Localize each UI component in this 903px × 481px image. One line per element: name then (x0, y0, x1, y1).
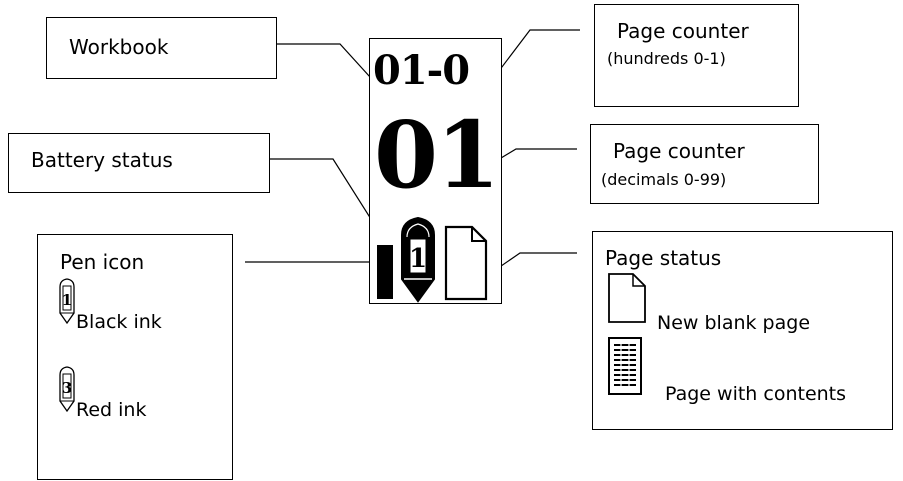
display-blank-page-icon (444, 225, 488, 301)
page-counter-hundreds-title: Page counter (617, 19, 749, 43)
workbook-leader (276, 43, 381, 89)
pen-red-icon: 3 (59, 366, 75, 413)
workbook-callout: Workbook (46, 17, 277, 79)
workbook-label: Workbook (69, 35, 169, 59)
pen-red-number: 3 (62, 379, 72, 397)
page-blank-label: New blank page (657, 312, 811, 334)
pen-black-number: 1 (62, 291, 72, 309)
page-counter-decimals-range: (decimals 0-99) (601, 170, 727, 189)
page-status-callout: Page status New blank page Page with con… (592, 231, 893, 430)
page-counter-decimals-callout: Page counter (decimals 0-99) (590, 124, 819, 204)
display-pen-number: 1 (409, 244, 427, 274)
page-contents-label: Page with contents (665, 383, 847, 405)
battery-status-label: Battery status (31, 148, 173, 172)
pen-black-icon: 1 (59, 278, 75, 325)
pen-black-label: Black ink (76, 311, 162, 333)
workbook-code: 01-0 (373, 47, 470, 94)
page-status-title: Page status (605, 246, 722, 270)
pen-icon: 1 (401, 216, 435, 303)
contents-page-icon (608, 337, 642, 395)
battery-status-callout: Battery status (8, 133, 270, 193)
page-counter-decimals-title: Page counter (613, 139, 745, 163)
page-number: 01 (374, 101, 500, 209)
page-counter-hundreds-range: (hundreds 0-1) (607, 49, 726, 68)
pen-icon-title: Pen icon (60, 250, 145, 274)
pen-red-label: Red ink (76, 399, 147, 421)
battery-icon (377, 245, 393, 299)
page-counter-hundreds-callout: Page counter (hundreds 0-1) (594, 4, 799, 107)
device-display: 01-0 01 1 (369, 38, 502, 304)
blank-page-icon (608, 273, 646, 323)
pen-icon-callout: Pen icon 1 Black ink 3 Red ink (37, 234, 233, 480)
